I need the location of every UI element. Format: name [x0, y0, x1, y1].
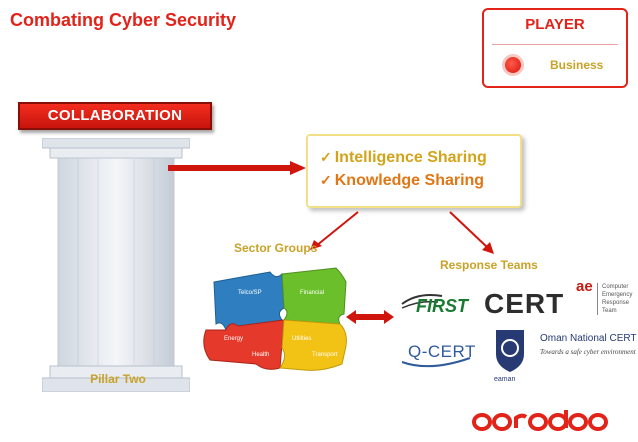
cert-side-line: Team: [602, 308, 617, 314]
oman-cert-logo: eaman Oman National CERT Towards a safe …: [486, 326, 637, 382]
sharing-item-label: Knowledge Sharing: [334, 172, 485, 189]
branch-arrows-icon: [310, 211, 494, 254]
swoosh-icon: [401, 357, 471, 368]
oman-cert-name: Oman National CERT: [540, 333, 637, 344]
player-label: PLAYER: [525, 16, 585, 33]
sharing-item-knowledge: ✓Knowledge Sharing: [320, 169, 508, 192]
right-arrow-icon: [168, 161, 306, 175]
greek-pillar-icon: [42, 138, 190, 392]
ooredoo-logo: [472, 410, 608, 431]
puzzle-label-transport: Transport: [312, 352, 338, 358]
qcert-logo: Q-CERT: [400, 336, 482, 370]
cert-logo-superscript: ae: [576, 278, 593, 295]
checkmark-icon: ✓: [320, 149, 332, 165]
pillar-caption: Pillar Two: [90, 372, 146, 386]
player-panel: PLAYER Business: [482, 8, 628, 88]
aecert-logo: CERT ae Computer Emergency Response Team: [484, 278, 634, 328]
puzzle-label-health: Health: [252, 352, 269, 358]
puzzle-label-energy: Energy: [224, 336, 243, 342]
oman-footer-text: eaman: [494, 376, 516, 382]
double-arrow-icon: [346, 310, 394, 324]
cert-side-line: Response: [602, 300, 630, 306]
first-logo-text: FIRST: [416, 296, 468, 316]
response-teams-label: Response Teams: [440, 258, 538, 272]
puzzle-icon: Telco/SP Financial Energy Utilities Heal…: [203, 267, 347, 371]
first-logo: FIRST: [398, 292, 480, 324]
checkmark-icon: ✓: [320, 172, 332, 188]
puzzle-label-utilities: Utilities: [292, 336, 311, 342]
sector-groups-label: Sector Groups: [234, 241, 318, 255]
cert-logo-side-text: Computer Emergency Response Team: [597, 283, 632, 315]
cert-side-line: Computer: [602, 284, 629, 290]
player-divider: [492, 44, 618, 45]
record-dot-icon: [502, 54, 524, 76]
cert-logo-text: CERT: [484, 288, 565, 319]
sharing-panel: ✓Intelligence Sharing ✓Knowledge Sharing: [306, 134, 522, 208]
sharing-item-intelligence: ✓Intelligence Sharing: [320, 146, 508, 169]
cert-side-line: Emergency: [602, 292, 633, 298]
player-category: Business: [550, 58, 604, 72]
qcert-logo-text: Q-CERT: [408, 342, 476, 361]
collaboration-banner: COLLABORATION: [18, 102, 212, 130]
globe-icon: [401, 294, 443, 309]
shield-icon: eaman: [494, 330, 524, 382]
puzzle-label-telco: Telco/SP: [238, 290, 262, 296]
oman-cert-tagline: Towards a safe cyber environment: [540, 348, 636, 356]
slide-title: Combating Cyber Security: [10, 10, 237, 30]
sharing-item-label: Intelligence Sharing: [334, 149, 487, 166]
puzzle-label-financial: Financial: [300, 290, 324, 296]
